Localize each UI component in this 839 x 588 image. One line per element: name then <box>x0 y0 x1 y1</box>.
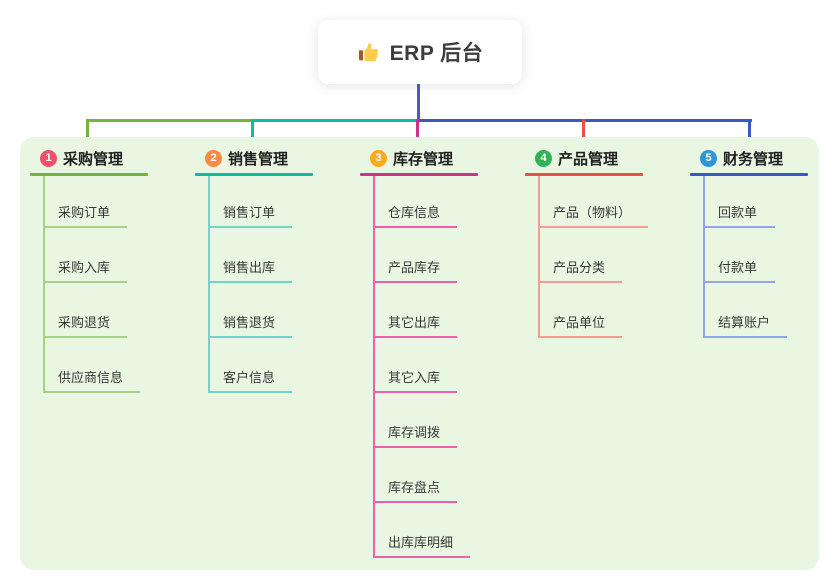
branch-3-child-6[interactable]: 库存盘点 <box>375 448 458 503</box>
branch-5-child-1[interactable]: 回款单 <box>705 176 775 228</box>
branch-1-number-badge: 1 <box>40 149 57 167</box>
child-node-label: 产品（物料） <box>553 205 632 220</box>
branch-3-header[interactable]: 3 库存管理 <box>360 147 478 169</box>
root-node[interactable]: ERP 后台 <box>318 20 522 84</box>
branch-4: 4 产品管理产品（物料） 产品分类产品单位 <box>525 147 649 338</box>
child-node-label: 仓库信息 <box>388 205 441 220</box>
child-node-label: 其它出库 <box>388 315 441 330</box>
branch-4-label: 产品管理 <box>558 150 619 168</box>
mindmap-panel: 1 采购管理采购订单采购入库采购退货供应商信息 2 销售管理销售订单销售出库销售退货客… <box>20 137 819 570</box>
branch-5-number-badge: 5 <box>700 149 717 167</box>
branch-2-children: 销售订单销售出库销售退货客户信息 <box>208 176 313 393</box>
branch-4-child-2[interactable]: 产品分类 <box>540 228 623 283</box>
branch-5: 5 财务管理回款单付款单结算账户 <box>690 147 808 338</box>
child-node-label: 产品单位 <box>553 315 606 330</box>
child-node-label: 库存调拨 <box>388 425 441 440</box>
branch-4-number-badge: 4 <box>535 149 552 167</box>
branch-5-header[interactable]: 5 财务管理 <box>690 147 808 169</box>
branch-3-label: 库存管理 <box>393 150 454 168</box>
child-node-label: 回款单 <box>718 205 758 220</box>
connector-drop-branch2 <box>251 119 254 146</box>
child-node-label: 付款单 <box>718 260 758 275</box>
child-node-label: 出库库明细 <box>388 535 454 550</box>
child-node-label: 供应商信息 <box>58 370 124 385</box>
branch-3-child-5[interactable]: 库存调拨 <box>375 393 458 448</box>
branch-3-child-4[interactable]: 其它入库 <box>375 338 458 393</box>
branch-1-child-4[interactable]: 供应商信息 <box>45 338 141 393</box>
child-node-label: 销售退货 <box>223 315 276 330</box>
branch-4-header[interactable]: 4 产品管理 <box>525 147 643 169</box>
child-node-label: 结算账户 <box>718 315 771 330</box>
branch-2-child-2[interactable]: 销售出库 <box>210 228 293 283</box>
child-node-label: 采购订单 <box>58 205 111 220</box>
branch-5-children: 回款单付款单结算账户 <box>703 176 808 338</box>
branch-4-underline <box>525 173 643 176</box>
branch-2-child-3[interactable]: 销售退货 <box>210 283 293 338</box>
branch-1: 1 采购管理采购订单采购入库采购退货供应商信息 <box>30 147 148 393</box>
branch-3-child-1[interactable]: 仓库信息 <box>375 176 458 228</box>
connector-drop-branch3 <box>416 119 419 146</box>
child-node-label: 产品分类 <box>553 260 606 275</box>
root-node-title: ERP 后台 <box>389 42 484 65</box>
branch-3-child-7[interactable]: 出库库明细 <box>375 503 471 558</box>
child-node-label: 其它入库 <box>388 370 441 385</box>
branch-3-child-2[interactable]: 产品库存 <box>375 228 458 283</box>
child-node-label: 销售出库 <box>223 260 276 275</box>
branch-4-child-1[interactable]: 产品（物料） <box>540 176 649 228</box>
branch-2-label: 销售管理 <box>228 150 289 168</box>
child-node-label: 销售订单 <box>223 205 276 220</box>
connector-drop-branch1 <box>86 119 89 146</box>
child-node-label: 客户信息 <box>223 370 276 385</box>
thumbs-up-icon <box>358 43 378 62</box>
branch-1-children: 采购订单采购入库采购退货供应商信息 <box>43 176 148 393</box>
connector-drop-branch4 <box>582 119 585 146</box>
branch-5-underline <box>690 173 808 176</box>
branch-3-number-badge: 3 <box>370 149 387 167</box>
branch-3-children: 仓库信息产品库存其它出库其它入库库存调拨库存盘点出库库明细 <box>373 176 478 558</box>
child-node-label: 采购退货 <box>58 315 111 330</box>
branch-5-child-3[interactable]: 结算账户 <box>705 283 788 338</box>
branch-3-underline <box>360 173 478 176</box>
branch-1-underline <box>30 173 148 176</box>
branch-4-children: 产品（物料） 产品分类产品单位 <box>538 176 649 338</box>
branch-1-header[interactable]: 1 采购管理 <box>30 147 148 169</box>
root-stem-line <box>417 83 420 122</box>
child-node-label: 库存盘点 <box>388 480 441 495</box>
child-node-label: 采购入库 <box>58 260 111 275</box>
branch-1-child-3[interactable]: 采购退货 <box>45 283 128 338</box>
child-node-label: 产品库存 <box>388 260 441 275</box>
branch-1-child-2[interactable]: 采购入库 <box>45 228 128 283</box>
branch-2: 2 销售管理销售订单销售出库销售退货客户信息 <box>195 147 313 393</box>
connector-horizontal-branch2 <box>251 119 418 122</box>
branch-2-child-4[interactable]: 客户信息 <box>210 338 293 393</box>
branch-5-child-2[interactable]: 付款单 <box>705 228 775 283</box>
branch-3: 3 库存管理仓库信息产品库存其它出库其它入库库存调拨库存盘点出库库明细 <box>360 147 478 558</box>
branch-2-header[interactable]: 2 销售管理 <box>195 147 313 169</box>
branch-4-child-3[interactable]: 产品单位 <box>540 283 623 338</box>
branch-2-underline <box>195 173 313 176</box>
branch-1-label: 采购管理 <box>63 150 124 168</box>
branch-2-number-badge: 2 <box>205 149 222 167</box>
branch-3-child-3[interactable]: 其它出库 <box>375 283 458 338</box>
branch-1-child-1[interactable]: 采购订单 <box>45 176 128 228</box>
connector-horizontal-branch1 <box>86 119 253 122</box>
branch-2-child-1[interactable]: 销售订单 <box>210 176 293 228</box>
branch-5-label: 财务管理 <box>723 150 784 168</box>
connector-drop-branch5 <box>748 119 751 146</box>
